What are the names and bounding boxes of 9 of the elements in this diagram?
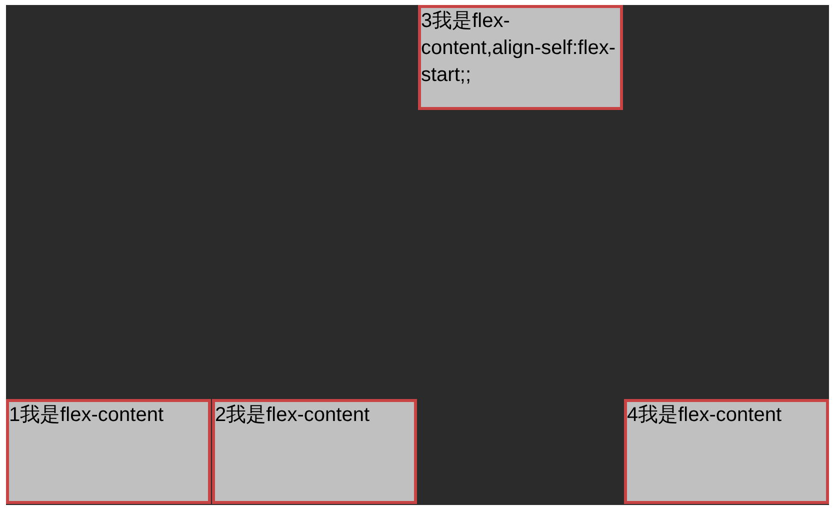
flex-item	[6, 399, 211, 504]
flex-item	[418, 5, 623, 110]
item-text: 3我是flex-content,align-self:flex-start;;	[421, 9, 617, 88]
item-text: 4我是flex-content	[627, 403, 783, 428]
item-text: 1我是flex-content	[9, 403, 165, 428]
flex-item	[212, 399, 417, 504]
flex-container	[6, 5, 829, 505]
item-text: 2我是flex-content	[215, 403, 371, 428]
flex-item	[624, 399, 829, 504]
